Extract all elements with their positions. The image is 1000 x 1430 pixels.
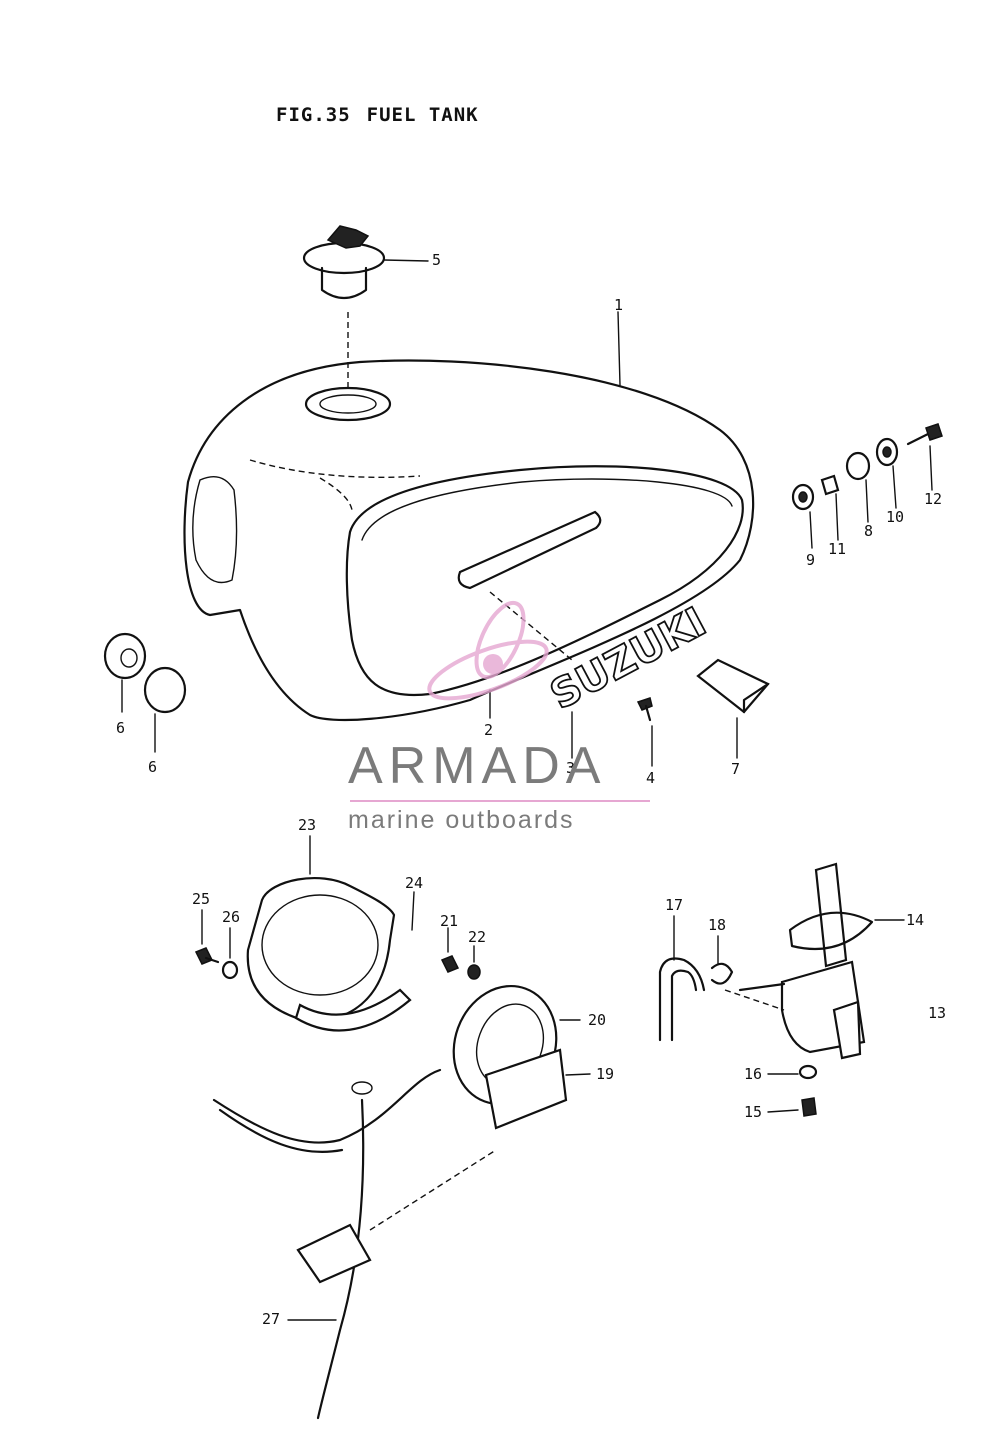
callout-24: 24 bbox=[405, 874, 424, 892]
callout-6-a: 6 bbox=[116, 719, 126, 737]
callout-27: 27 bbox=[262, 1310, 281, 1328]
watermark-propeller-icon bbox=[427, 600, 549, 701]
callout-12: 12 bbox=[924, 490, 943, 508]
fuel-hoses bbox=[212, 1068, 497, 1420]
callout-3: 3 bbox=[566, 759, 576, 777]
cover-bolts bbox=[194, 909, 481, 980]
callout-23: 23 bbox=[298, 816, 317, 834]
fuel-cock bbox=[724, 862, 905, 1117]
callout-6-b: 6 bbox=[148, 758, 158, 776]
callout-8: 8 bbox=[864, 522, 874, 540]
callout-16: 16 bbox=[744, 1065, 763, 1083]
callout-2: 2 bbox=[484, 721, 494, 739]
callout-17: 17 bbox=[665, 896, 684, 914]
watermark-divider bbox=[350, 800, 650, 802]
gauge-cover bbox=[246, 835, 415, 1032]
emblem-screw bbox=[636, 697, 653, 767]
callout-4: 4 bbox=[646, 769, 656, 787]
tank-cushion bbox=[696, 658, 770, 759]
callout-13: 13 bbox=[928, 1004, 947, 1022]
tank-rubbers bbox=[103, 632, 187, 753]
fuel-gauge-unit bbox=[452, 984, 591, 1130]
figure-number: FIG.35 bbox=[276, 104, 351, 126]
watermark-brand: ARMADA bbox=[348, 737, 607, 795]
callout-5: 5 bbox=[432, 251, 442, 269]
callout-14: 14 bbox=[906, 911, 925, 929]
callout-9: 9 bbox=[806, 551, 816, 569]
fuel-cap bbox=[302, 225, 429, 300]
callout-22: 22 bbox=[468, 928, 487, 946]
figure-name: FUEL TANK bbox=[366, 104, 479, 126]
callout-7: 7 bbox=[731, 760, 741, 778]
figure-title: FIG.35 FUEL TANK bbox=[276, 104, 479, 126]
callout-1: 1 bbox=[614, 296, 624, 314]
callout-18: 18 bbox=[708, 916, 727, 934]
callout-20: 20 bbox=[588, 1011, 607, 1029]
callout-15: 15 bbox=[744, 1103, 763, 1121]
callout-21: 21 bbox=[440, 912, 459, 930]
mounting-hardware bbox=[791, 423, 943, 549]
hose-clip bbox=[710, 935, 734, 985]
callout-26: 26 bbox=[222, 908, 241, 926]
fuel-hose-17 bbox=[658, 915, 706, 1042]
callout-25: 25 bbox=[192, 890, 211, 908]
callout-19: 19 bbox=[596, 1065, 615, 1083]
callout-10: 10 bbox=[886, 508, 905, 526]
watermark-tagline: marine outboards bbox=[348, 806, 575, 834]
callout-11: 11 bbox=[828, 540, 847, 558]
fuel-tank bbox=[183, 311, 755, 722]
